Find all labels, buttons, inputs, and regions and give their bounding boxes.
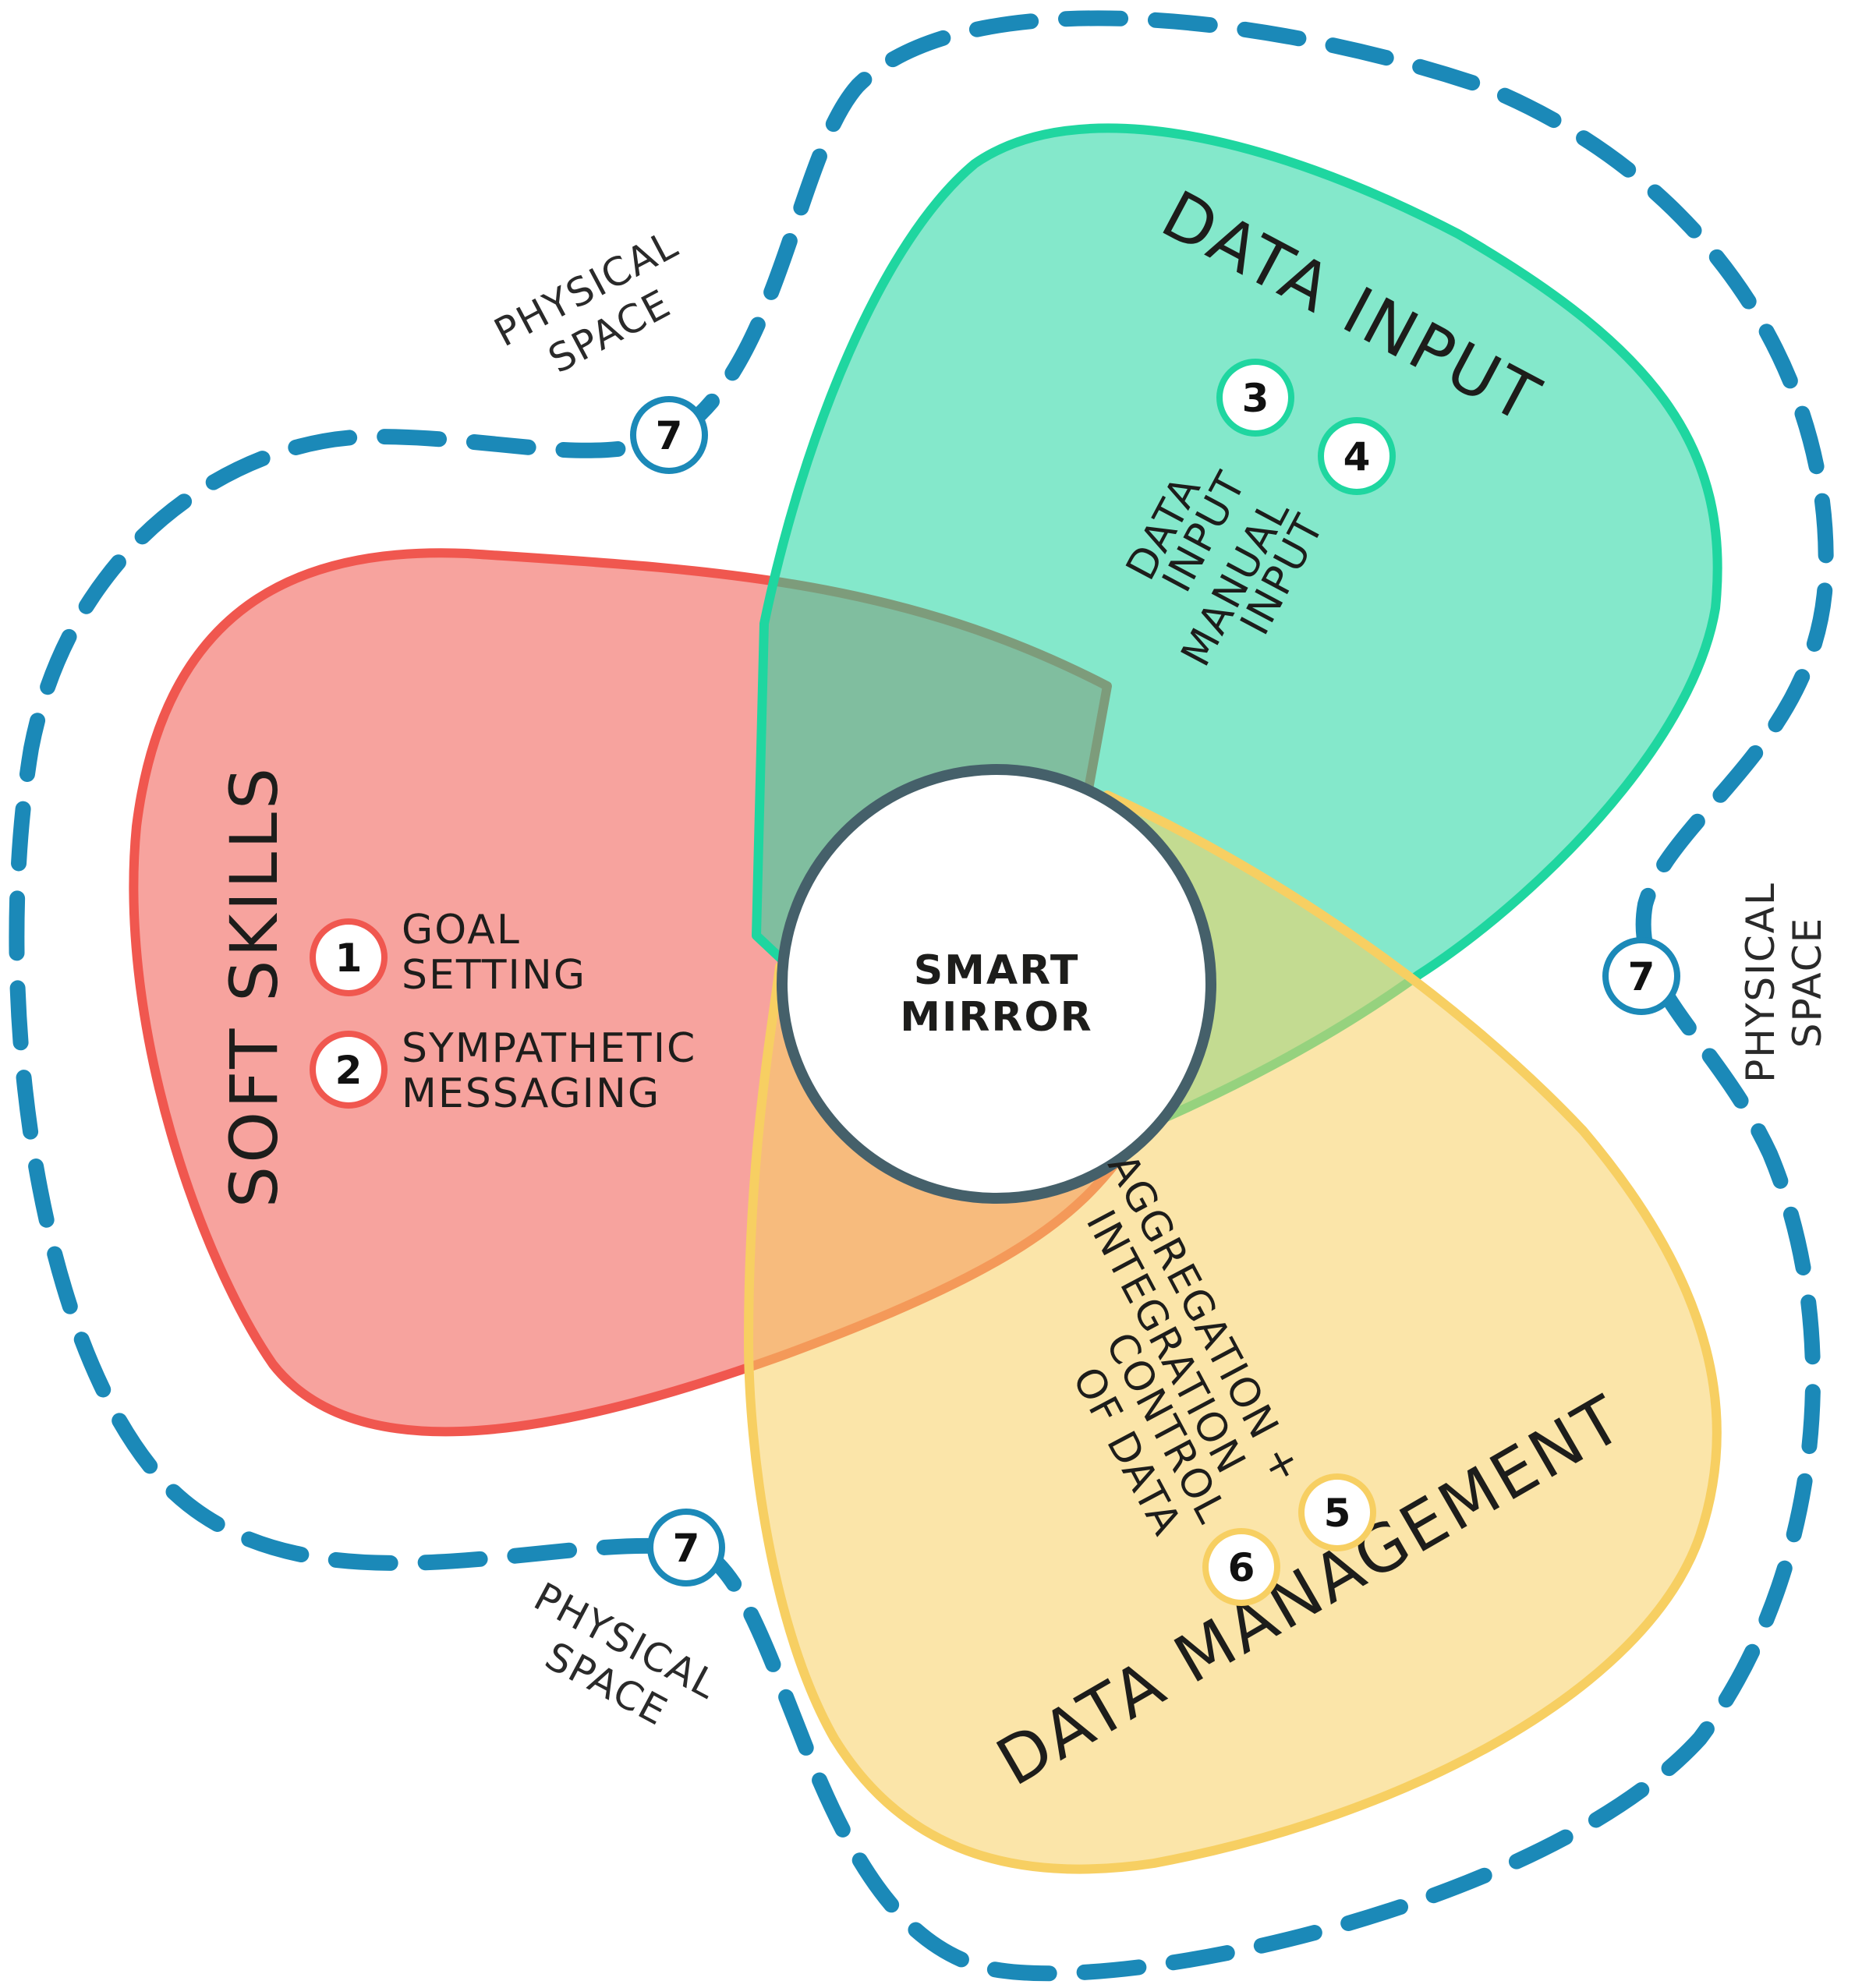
center-label-line2: MIRROR [900,994,1092,1041]
goal-setting-line1: GOAL [402,907,521,953]
sympathetic-messaging-line1: SYMPATHETIC [402,1025,696,1072]
badge-5: 5 [1298,1473,1376,1551]
svg-text:1: 1 [335,936,363,981]
badge-4: 4 [1318,417,1396,495]
badge-2: 2 [310,1031,388,1109]
badge-3: 3 [1216,359,1294,437]
svg-text:7: 7 [656,413,683,458]
svg-text:4: 4 [1343,434,1371,479]
goal-setting-line2: SETTING [402,952,586,999]
soft-skills-title: SOFT SKILLS [216,765,292,1208]
physical-space-right-line2: SPACE [1785,917,1830,1049]
svg-text:7: 7 [673,1526,700,1571]
physical-space-right-line1: PHYSICAL [1738,882,1783,1083]
svg-text:2: 2 [335,1048,363,1093]
smart-mirror-circle [777,764,1216,1204]
svg-text:3: 3 [1242,376,1269,421]
physical-space-marker-top: 7 [630,396,708,474]
physical-space-boundary [9,10,1834,1982]
physical-space-marker-right: 7 [1602,937,1680,1015]
svg-text:7: 7 [1628,954,1655,999]
badge-6: 6 [1202,1528,1280,1606]
svg-text:6: 6 [1228,1545,1255,1590]
svg-text:5: 5 [1324,1491,1351,1536]
sympathetic-messaging-line2: MESSAGING [402,1070,660,1117]
physical-space-marker-bottom: 7 [647,1509,725,1587]
badge-1: 1 [310,918,388,996]
center-label-line1: SMART [914,947,1080,994]
